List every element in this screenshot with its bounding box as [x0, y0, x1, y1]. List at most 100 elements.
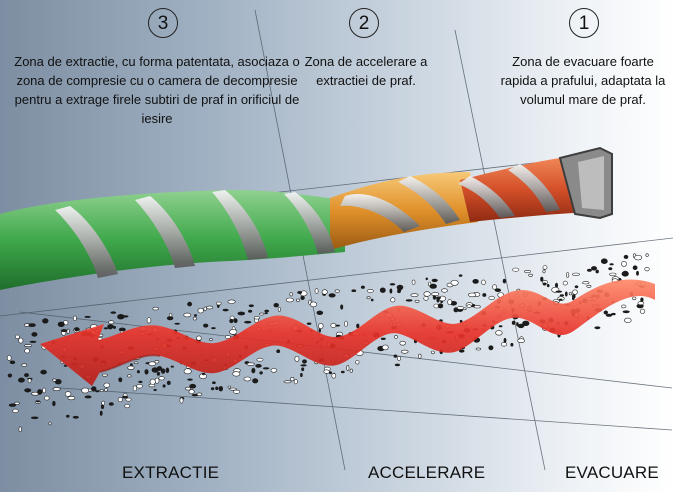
dust-particle	[244, 320, 252, 324]
dust-particle	[423, 296, 429, 301]
dust-particle	[340, 304, 344, 310]
dust-particle	[600, 258, 608, 265]
dust-particle	[24, 344, 32, 347]
dust-particle	[194, 314, 197, 317]
dust-particle	[289, 292, 293, 297]
dust-particle	[99, 410, 103, 416]
dust-particle	[314, 288, 319, 294]
dust-particle	[609, 263, 614, 266]
zone-2-description: Zona de accelerare a extractiei de praf.	[304, 54, 428, 88]
dust-particle	[203, 306, 207, 311]
dust-particle	[196, 335, 202, 341]
dust-particle	[644, 267, 650, 272]
dust-particle	[562, 280, 568, 286]
dust-particle	[18, 337, 24, 344]
dust-particle	[74, 327, 80, 332]
dust-particle	[154, 360, 160, 364]
dust-particle	[255, 364, 262, 368]
dust-particle	[156, 371, 160, 376]
dust-particle	[400, 349, 409, 354]
dust-particle	[500, 342, 508, 347]
dust-particle	[218, 386, 223, 392]
dust-particle	[52, 378, 57, 382]
dust-particle	[66, 414, 70, 418]
dust-particle	[252, 378, 259, 384]
dust-particle	[18, 426, 22, 433]
dust-particle	[246, 362, 255, 366]
dust-particle	[611, 312, 616, 316]
dust-particle	[370, 298, 374, 302]
dust-particle	[542, 269, 546, 274]
dust-particle	[297, 291, 303, 294]
dust-particle	[453, 307, 459, 313]
dust-particle	[380, 337, 386, 340]
dust-particle	[206, 305, 213, 310]
dust-particle	[437, 303, 444, 309]
dust-particle	[503, 338, 507, 343]
dust-particle	[468, 292, 477, 298]
dust-particle	[381, 344, 389, 351]
dust-particle	[174, 322, 180, 325]
dust-particle	[57, 321, 65, 327]
dust-particle	[52, 387, 61, 391]
dust-particle	[262, 367, 270, 370]
dust-particle	[192, 316, 197, 321]
dust-particle	[148, 361, 157, 367]
dust-particle	[582, 281, 590, 285]
dust-particle	[248, 309, 253, 313]
dust-particle	[542, 282, 547, 286]
dust-particle	[103, 327, 109, 330]
dust-particle	[60, 329, 68, 333]
dust-particle	[73, 315, 77, 321]
dust-particle	[227, 385, 232, 389]
dust-particle	[37, 389, 43, 395]
dust-particle	[510, 342, 514, 347]
dust-particle	[170, 365, 174, 368]
dust-particle	[28, 323, 36, 327]
dust-particle	[355, 360, 360, 365]
dust-particle	[95, 390, 100, 393]
dust-particle	[42, 318, 49, 324]
dust-particle	[187, 301, 193, 307]
dust-particle	[488, 295, 495, 300]
dust-particle	[524, 269, 531, 273]
dust-particle	[572, 289, 578, 295]
dust-particle	[472, 279, 479, 284]
dust-particle	[118, 327, 126, 332]
dust-particle	[118, 377, 123, 383]
dust-particle	[136, 370, 140, 374]
dust-particle	[187, 378, 193, 381]
dust-particle	[24, 388, 32, 393]
dust-particle	[99, 388, 104, 392]
dust-particle	[340, 370, 345, 374]
dust-particle	[81, 387, 90, 394]
dust-particle	[640, 297, 644, 302]
dust-particle	[12, 408, 19, 414]
dust-particle	[277, 307, 282, 312]
dust-particle	[233, 318, 238, 324]
dust-particle	[609, 272, 617, 276]
dust-particle	[528, 273, 533, 277]
dust-particle	[441, 288, 448, 293]
dust-particle	[637, 301, 645, 306]
dust-particle	[559, 294, 565, 297]
dust-particle	[555, 290, 563, 293]
dust-particle	[512, 267, 520, 272]
dust-particle	[636, 270, 639, 276]
dust-particle	[133, 361, 139, 365]
dust-particle	[27, 378, 32, 384]
dust-particle	[18, 377, 25, 383]
dust-particle	[360, 285, 365, 289]
dust-particle	[104, 388, 108, 392]
dust-particle	[42, 387, 47, 394]
dust-particle	[623, 254, 629, 259]
dust-particle	[9, 360, 16, 365]
dust-particle	[624, 317, 632, 324]
dust-particle	[634, 254, 643, 261]
dust-particle	[639, 308, 646, 314]
dust-particle	[389, 283, 396, 286]
dust-particle	[264, 309, 270, 313]
dust-particle	[621, 260, 627, 267]
dust-particle	[447, 299, 453, 306]
dust-particle	[229, 329, 238, 335]
